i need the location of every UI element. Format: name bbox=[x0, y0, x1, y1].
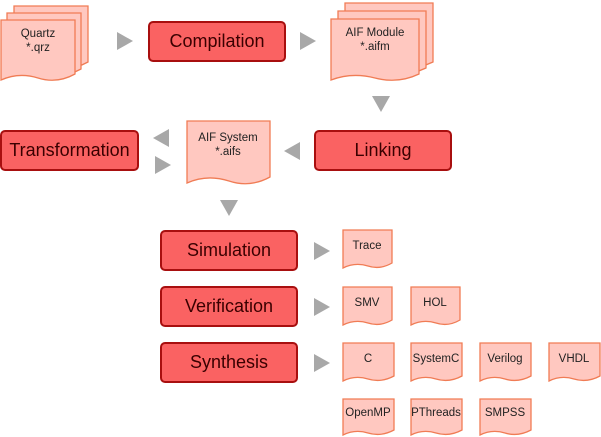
quartz-extension: *.qrz bbox=[26, 42, 50, 54]
document-icon bbox=[342, 286, 393, 327]
document-icon bbox=[548, 342, 601, 383]
verification-process: Verification bbox=[160, 286, 298, 327]
arrow-compilation-to-aif-module-icon bbox=[300, 32, 316, 50]
trace-document: Trace bbox=[342, 229, 394, 271]
document-icon bbox=[410, 398, 463, 437]
arrow-verification-to-outputs-icon bbox=[314, 298, 330, 316]
smv-label: SMV bbox=[354, 297, 380, 309]
simulation-process: Simulation bbox=[160, 230, 298, 271]
linking-process: Linking bbox=[314, 130, 452, 171]
document-icon bbox=[479, 398, 532, 437]
arrow-aif-system-to-transformation-icon bbox=[153, 129, 169, 147]
compilation-process: Compilation bbox=[148, 21, 286, 62]
arrow-aif-system-to-backends-icon bbox=[220, 200, 238, 216]
aif-module-extension: *.aifm bbox=[360, 41, 390, 53]
document-icon bbox=[342, 398, 395, 437]
arrow-transformation-to-aif-system-icon bbox=[155, 156, 171, 174]
quartz-label: Quartz bbox=[20, 28, 56, 40]
c-label: C bbox=[363, 353, 373, 365]
smpss-document: SMPSS bbox=[479, 398, 533, 437]
arrow-linking-to-aif-system-icon bbox=[284, 142, 300, 160]
transformation-process: Transformation bbox=[0, 130, 139, 171]
aif-system-label: AIF System bbox=[198, 132, 258, 144]
document-icon bbox=[342, 342, 395, 383]
document-icon bbox=[342, 229, 393, 270]
verilog-label: Verilog bbox=[487, 353, 523, 365]
smpss-label: SMPSS bbox=[484, 407, 526, 419]
arrow-aif-module-to-linking-icon bbox=[372, 96, 390, 112]
openmp-document: OpenMP bbox=[342, 398, 396, 437]
document-icon bbox=[410, 286, 461, 327]
hol-label: HOL bbox=[423, 297, 447, 309]
vhdl-label: VHDL bbox=[558, 353, 590, 365]
systemc-document: SystemC bbox=[410, 342, 464, 384]
c-document: C bbox=[342, 342, 396, 384]
smv-document: SMV bbox=[342, 286, 394, 328]
synthesis-process: Synthesis bbox=[160, 342, 298, 383]
arrow-quartz-to-compilation-icon bbox=[117, 32, 133, 50]
aif-system-extension: *.aifs bbox=[215, 146, 241, 158]
stacked-document-icon bbox=[0, 5, 89, 81]
aif-module-document-stack: AIF Module *.aifm bbox=[330, 0, 434, 84]
document-icon bbox=[186, 120, 271, 185]
verilog-document: Verilog bbox=[479, 342, 533, 384]
arrow-synthesis-to-outputs-icon bbox=[314, 354, 330, 372]
pthreads-label: PThreads bbox=[411, 407, 461, 419]
aif-system-document: AIF System *.aifs bbox=[186, 120, 272, 186]
document-icon bbox=[479, 342, 532, 383]
systemc-label: SystemC bbox=[412, 353, 460, 365]
aif-module-label: AIF Module bbox=[345, 27, 405, 39]
vhdl-document: VHDL bbox=[548, 342, 601, 384]
trace-label: Trace bbox=[352, 240, 382, 252]
stacked-document-icon bbox=[330, 2, 434, 81]
pthreads-document: PThreads bbox=[410, 398, 464, 437]
hol-document: HOL bbox=[410, 286, 462, 328]
quartz-document-stack: Quartz *.qrz bbox=[0, 0, 104, 84]
arrow-simulation-to-trace-icon bbox=[314, 242, 330, 260]
document-icon bbox=[410, 342, 463, 383]
openmp-label: OpenMP bbox=[345, 407, 391, 419]
